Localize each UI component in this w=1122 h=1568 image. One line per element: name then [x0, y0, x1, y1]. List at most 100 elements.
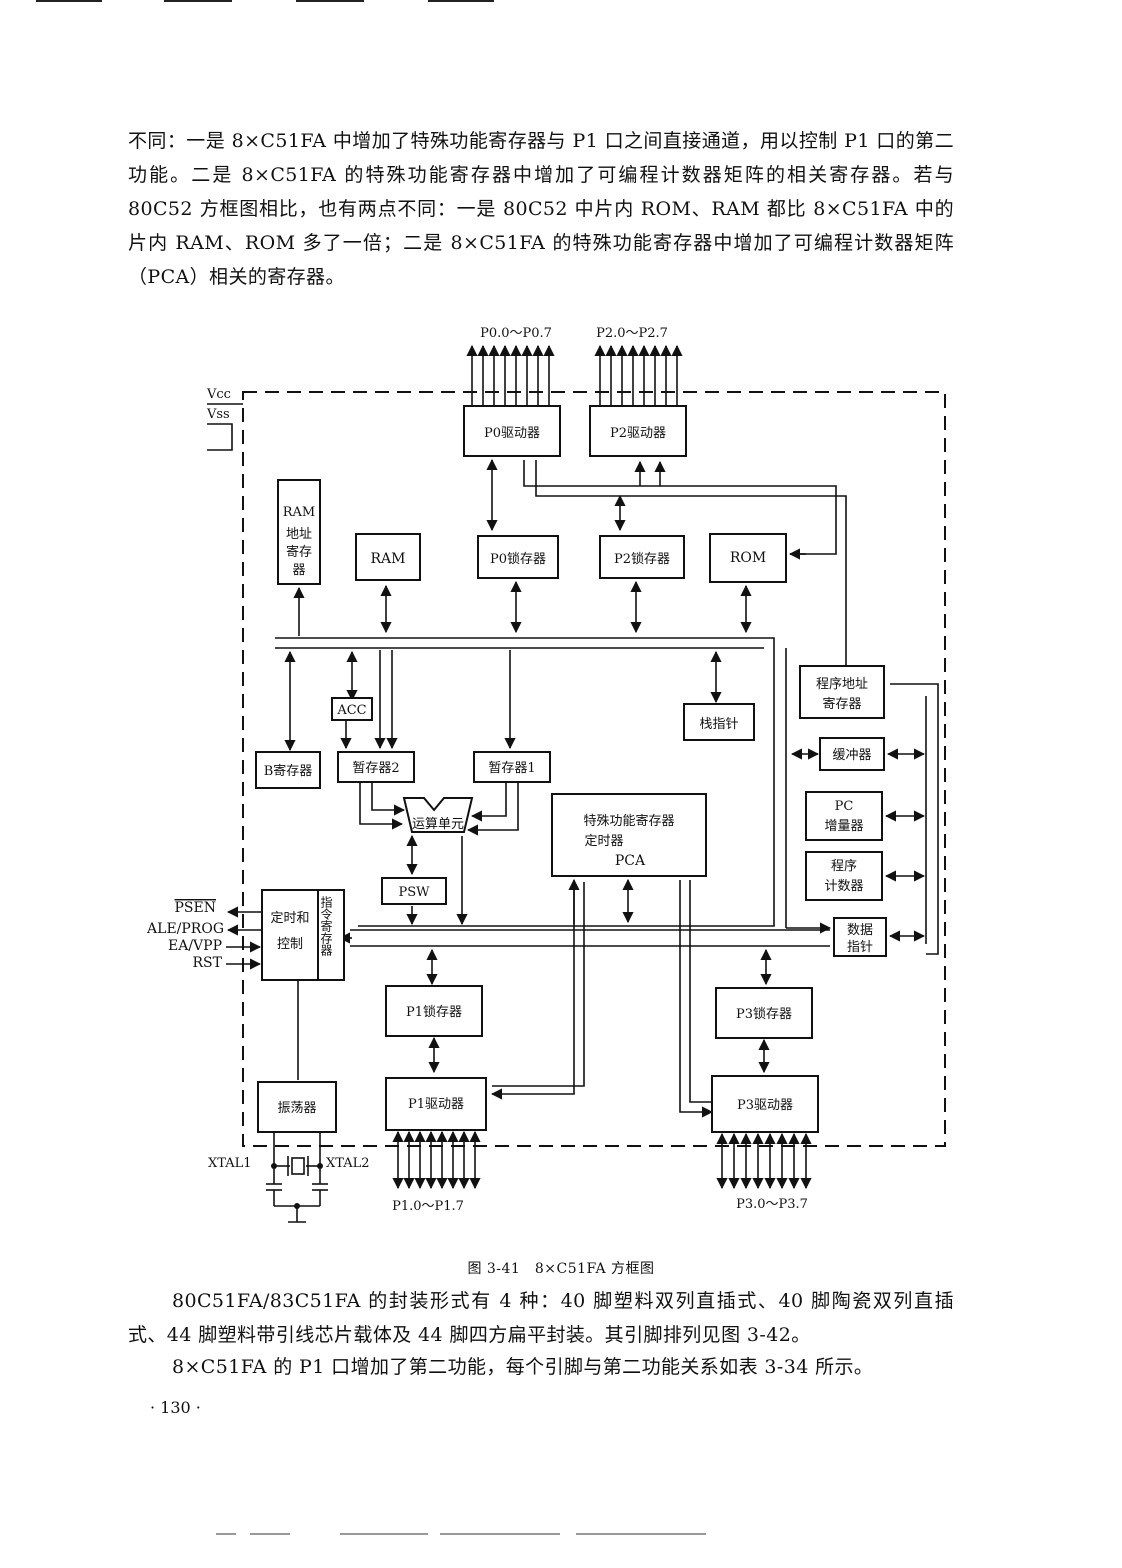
alu-links [406, 834, 468, 926]
ram-label: RAM [371, 551, 406, 567]
temp-register-1-block [473, 751, 551, 783]
timer-label: 定时器 [584, 834, 623, 849]
program-counter-label-2: 计数器 [824, 879, 863, 894]
p2-feed-arrows [634, 460, 806, 560]
alu-input-right [466, 782, 519, 836]
p1-driver-label: P1驱动器 [408, 1097, 464, 1112]
p0-pins-label: P0.0～P0.7 [480, 326, 552, 341]
sfr-to-p3-driver-2 [689, 880, 712, 1103]
sfr-links [568, 878, 634, 924]
instruction-register-label: 指令寄存器 [319, 895, 333, 957]
p3-pin-arrows [716, 1132, 812, 1190]
junction-dot [294, 1203, 300, 1209]
internal-bus [275, 637, 775, 927]
timing-control-label-2: 控制 [277, 937, 303, 952]
p1-driver-block [385, 1077, 487, 1131]
p1-pin-arrows [392, 1130, 481, 1190]
top-rule [428, 0, 494, 2]
vss-line [207, 423, 233, 451]
psen-label: PSEN [175, 900, 216, 916]
ram-block [355, 533, 421, 581]
program-counter-label-1: 程序 [831, 859, 857, 874]
program-address-label-2: 寄存器 [822, 696, 861, 712]
p2-pins-label: P2.0～P2.7 [596, 326, 668, 341]
program-address-register-block [799, 665, 885, 719]
latch-links [426, 948, 772, 1074]
alu-input-right-2 [470, 782, 507, 822]
figure-caption: 图 3-41 8×C51FA 方框图 [467, 1261, 655, 1277]
ea-vpp-label: EA/VPP [168, 938, 222, 954]
p0-latch-block [477, 535, 559, 579]
top-rule [164, 0, 232, 2]
p0-driver-block [463, 405, 561, 457]
junction-dot [271, 1163, 277, 1169]
bottom-rule [340, 1533, 428, 1535]
ram-address-label-1: RAM [283, 505, 316, 520]
ale-prog-label: ALE/PROG [146, 921, 224, 937]
control-signal-lines [226, 906, 262, 970]
junction-dot [317, 1163, 323, 1169]
stack-pointer-label: 栈指针 [699, 717, 738, 732]
p3-latch-block [715, 987, 813, 1039]
buffer-label: 缓冲器 [832, 748, 871, 763]
rom-block [709, 533, 787, 583]
bottom-rule [576, 1533, 706, 1535]
p1-function-paragraph: 8×C51FA 的 P1 口增加了第二功能，每个引脚与第二功能关系如表 3-34… [172, 1356, 874, 1378]
bottom-rule [216, 1533, 236, 1535]
p2-driver-label: P2驱动器 [610, 426, 666, 441]
p0-pin-arrows [466, 344, 555, 406]
package-paragraph: 80C51FA/83C51FA 的封装形式有 4 种：40 脚塑料双列直插式、4… [128, 1290, 954, 1346]
p2-latch-block [599, 535, 685, 579]
psw-label: PSW [398, 885, 430, 900]
alu-input-left [359, 782, 404, 830]
right-column-bus [890, 683, 939, 955]
p1-latch-label: P1锁存器 [406, 1004, 462, 1020]
temp-register-2-block [337, 751, 415, 783]
sfr-label: 特殊功能寄存器 [583, 813, 674, 829]
p1-latch-block [385, 985, 483, 1037]
right-column-arrows [786, 748, 926, 942]
ram-address-label-4: 器 [292, 563, 305, 578]
p0-latch-label: P0锁存器 [490, 551, 546, 567]
p3-driver-label: P3驱动器 [737, 1098, 793, 1113]
acc-block [331, 697, 373, 721]
b-register-label: B寄存器 [264, 763, 313, 779]
alu-label: 运算单元 [412, 817, 464, 832]
intro-paragraph: 不同：一是 8×C51FA 中增加了特殊功能寄存器与 P1 口之间直接通道，用以… [128, 130, 954, 288]
b-register-block [255, 751, 321, 789]
stack-pointer-block [683, 703, 755, 741]
rom-address-path [535, 460, 847, 680]
pc-incrementer-block [805, 791, 883, 841]
psw-block [381, 877, 447, 905]
xtal2-label: XTAL2 [326, 1156, 370, 1171]
vcc-label: Vcc [206, 387, 231, 402]
sfr-to-p3-driver [679, 880, 714, 1118]
sfr-to-p1-driver-2 [492, 882, 585, 1087]
sfr-to-p1-driver [490, 882, 575, 1100]
data-pointer-label-1: 数据 [847, 923, 873, 938]
timing-control-label-1: 定时和 [270, 911, 309, 926]
crystal-circuit [266, 1132, 328, 1223]
top-rule [296, 0, 364, 2]
p0-driver-label: P0驱动器 [484, 426, 540, 441]
vss-label: Vss [206, 407, 230, 422]
chip-boundary [242, 391, 946, 1147]
buffer-block [819, 737, 885, 771]
p3-latch-label: P3锁存器 [736, 1006, 792, 1022]
p2-driver-block [589, 405, 687, 457]
ram-address-label-3: 寄存 [286, 544, 312, 560]
alu-input-left-2 [371, 782, 406, 816]
acc-label: ACC [336, 703, 366, 718]
p3-pins-label: P3.0～P3.7 [736, 1197, 808, 1212]
ram-address-label-2: 地址 [286, 527, 312, 542]
data-pointer-block [833, 917, 887, 957]
p1-pins-label: P1.0～P1.7 [392, 1199, 464, 1214]
oscillator-block [257, 1081, 337, 1133]
p2-latch-label: P2锁存器 [614, 551, 670, 567]
bottom-rule [440, 1533, 560, 1535]
temp-register-1-label: 暂存器1 [488, 761, 535, 776]
ram-address-register-block [277, 479, 321, 585]
oscillator-label: 振荡器 [277, 1101, 316, 1116]
pc-incrementer-label-2: 增量器 [824, 819, 863, 834]
block-diagram: P0.0～P0.7 P2.0～P2.7 Vcc Vss P0驱动器 P2驱动器 … [146, 326, 946, 1223]
